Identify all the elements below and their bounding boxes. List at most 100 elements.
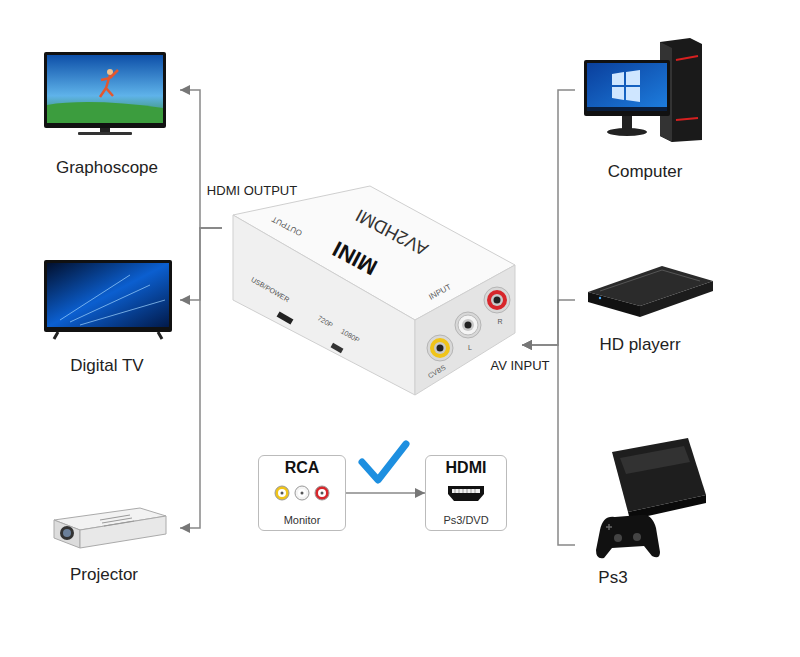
rca-jacks-icon [315, 486, 329, 500]
tv-icon [47, 263, 169, 327]
connector-line [180, 228, 222, 300]
connector [180, 85, 222, 228]
projector-icon [63, 529, 71, 537]
device-node: Ps3 [575, 430, 725, 590]
connector-label: HDMI OUTPUT [205, 183, 299, 199]
device-caption: Ps3 [598, 568, 627, 588]
device-print: INPUT [427, 282, 452, 302]
connector [180, 228, 222, 305]
converter-box: AV2HDMIMINIOUTPUTINPUTUSB/POWER720P1080P… [222, 178, 522, 403]
format-subtitle: Monitor [284, 514, 321, 527]
converter-housing [427, 335, 453, 361]
device-node: HD playerr [575, 255, 725, 360]
console-icon [633, 533, 641, 541]
projector-icon [54, 520, 80, 548]
format-subtitle: Ps3/DVD [443, 514, 488, 527]
player-icon [588, 266, 713, 317]
connector [522, 90, 575, 350]
computer-icon [587, 63, 667, 111]
arrow-head [180, 295, 190, 305]
device-print: CVBS [427, 364, 448, 381]
arrow-head [180, 523, 190, 533]
hdmi-port-icon [452, 489, 480, 493]
device-node: Graphoscope [30, 45, 180, 183]
converter-housing [427, 335, 453, 361]
connector-label: AV INPUT [489, 358, 552, 374]
tv-icon [100, 128, 110, 132]
tv-icon [44, 52, 166, 135]
projector-icon [80, 516, 166, 548]
converter-housing [455, 312, 481, 338]
computer-icon [622, 116, 632, 130]
connector [522, 300, 575, 350]
device-print: R [497, 318, 502, 326]
connector-line [346, 492, 425, 494]
tv-icon [44, 260, 172, 339]
tv-icon [100, 70, 118, 97]
converter-housing [331, 343, 344, 353]
console-icon [614, 534, 622, 542]
projector-icon [100, 515, 134, 526]
computer-icon [676, 56, 698, 120]
console-icon [596, 438, 706, 558]
connector-line [180, 90, 222, 228]
rca-jacks-icon [301, 492, 304, 495]
connector [180, 228, 222, 533]
check-mark [362, 444, 406, 480]
player-icon [640, 281, 713, 317]
device-caption: Computer [608, 162, 683, 182]
tv-icon [47, 102, 163, 123]
converter-housing [458, 315, 478, 335]
computer-icon [584, 60, 670, 116]
format-title: HDMI [446, 459, 487, 477]
device-node: Digital TV [30, 255, 180, 380]
device-caption: Digital TV [70, 356, 143, 376]
format-box: HDMI Ps3/DVD [425, 455, 507, 531]
tv-icon [107, 69, 113, 75]
arrow-head [522, 340, 532, 350]
player-icon [588, 292, 640, 317]
connector-line [522, 300, 575, 345]
computer-icon [584, 38, 702, 142]
computer-icon [612, 70, 640, 102]
converter-housing [233, 215, 415, 395]
format-box: RCA Monitor [258, 455, 346, 531]
hdmi-port-icon [455, 489, 475, 493]
device-print: L [468, 344, 472, 352]
device-caption: Projector [70, 565, 138, 585]
converter-housing [494, 297, 501, 304]
converter-housing [465, 322, 472, 329]
converter-housing [455, 312, 481, 338]
tv-icon [78, 132, 132, 135]
device-print: 720P [316, 314, 334, 329]
converter-housing [277, 311, 294, 324]
converter-housing [484, 287, 510, 313]
tv-icon [54, 332, 162, 339]
tv-icon [44, 260, 172, 332]
connector [346, 488, 425, 498]
projector-icon [60, 526, 74, 540]
rca-jacks-icon [275, 486, 329, 500]
format-title: RCA [285, 459, 320, 477]
hdmi-port-icon [448, 486, 484, 501]
rca-jacks-icon [298, 489, 306, 497]
arrow-head [522, 340, 532, 350]
computer-icon [607, 128, 647, 136]
converter-housing [434, 342, 446, 354]
computer-icon [587, 107, 667, 111]
device-print: OUTPUT [270, 214, 303, 238]
device-node: Projector [30, 500, 180, 590]
arrow-head [180, 85, 190, 95]
arrow-head [522, 340, 532, 350]
rca-jacks-icon [321, 492, 324, 495]
converter-housing [462, 319, 474, 331]
hdmi-port-icon [448, 486, 484, 501]
device-node: Computer [575, 35, 725, 185]
connector-line [522, 345, 575, 545]
rca-jacks-icon [295, 486, 309, 500]
console-icon [606, 524, 612, 530]
